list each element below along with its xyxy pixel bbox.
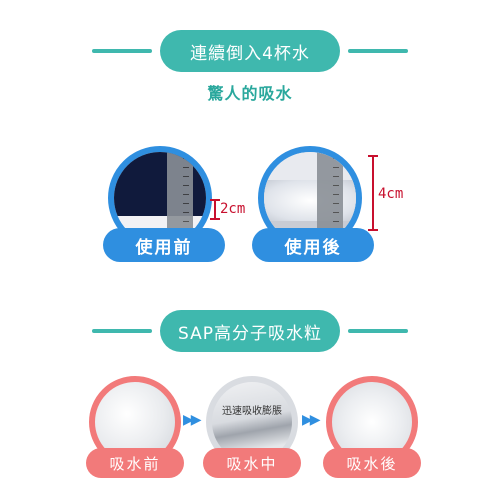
section1-subtitle: 驚人的吸水 bbox=[207, 84, 293, 103]
before-label: 使用前 bbox=[103, 228, 225, 262]
after-measure-bar bbox=[372, 155, 374, 230]
header-line-right bbox=[348, 49, 408, 53]
after-label: 使用後 bbox=[252, 228, 374, 262]
step-during-caption: 迅速吸收膨脹 bbox=[222, 406, 282, 417]
header2-line-right bbox=[348, 329, 408, 333]
arrow-icon: ▶▶ bbox=[302, 412, 320, 428]
before-measure: 2cm bbox=[220, 201, 246, 217]
section1-title: 連續倒入4杯水 bbox=[160, 30, 340, 72]
after-measure: 4cm bbox=[378, 186, 404, 202]
before-measure-cap-bottom bbox=[210, 218, 220, 220]
step-during-label: 吸水中 bbox=[203, 448, 301, 478]
step-after-label: 吸水後 bbox=[323, 448, 421, 478]
header-line-left bbox=[92, 49, 152, 53]
section2-title: SAP高分子吸水粒 bbox=[160, 310, 340, 352]
step-before-label: 吸水前 bbox=[86, 448, 184, 478]
before-measure-bar bbox=[214, 199, 216, 219]
arrow-icon: ▶▶ bbox=[183, 412, 201, 428]
header2-line-left bbox=[92, 329, 152, 333]
after-measure-cap-bottom bbox=[368, 229, 378, 231]
